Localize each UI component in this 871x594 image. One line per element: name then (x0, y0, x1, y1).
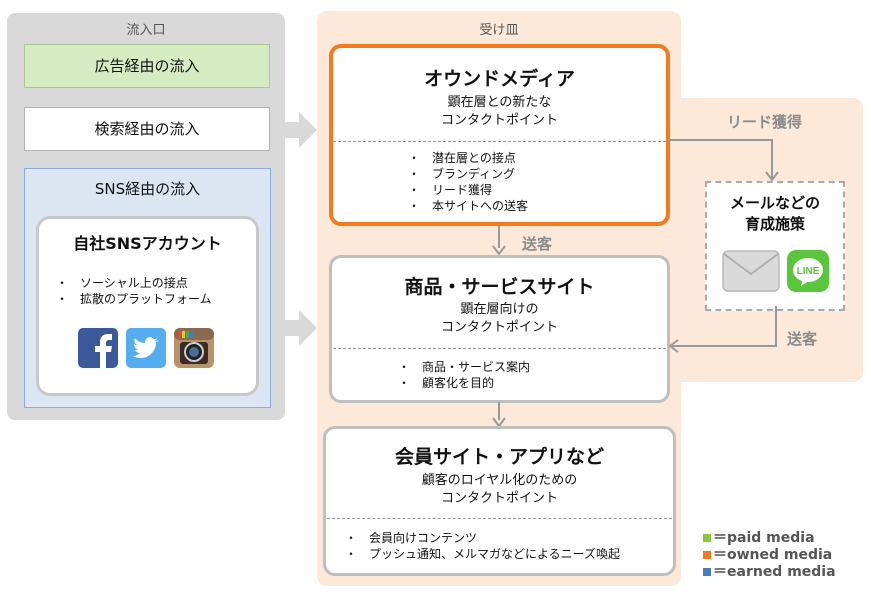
product-site-title: 商品・サービスサイト (404, 276, 595, 298)
arrow-right-icon (285, 112, 317, 148)
lead-connector (668, 139, 779, 182)
owned-media-title: オウンドメディア (424, 68, 575, 90)
legend-swatch (703, 551, 711, 559)
send-label: 送客 (522, 235, 553, 253)
search-source-box: 検索経由の流入 (24, 107, 270, 151)
product-site-bullets: 商品・サービス案内 顧客化を目的 (398, 359, 530, 391)
bullet-item: 本サイトへの送客 (408, 198, 528, 214)
bullet-item: 商品・サービス案内 (398, 359, 530, 375)
legend-item-paid: ＝paid media (703, 530, 836, 547)
bullet-item: プッシュ通知、メルマガなどによるニーズ喚起 (345, 546, 620, 562)
bullet-item: ソーシャル上の接点 (56, 275, 212, 291)
member-site-title: 会員サイト・アプリなど (394, 446, 604, 468)
inflow-panel-title: 流入口 (126, 23, 166, 38)
owned-media-subtitle: 顕在層との新たな コンタクトポイント (440, 95, 558, 128)
lead-label: リード獲得 (727, 113, 803, 131)
owned-media-bullets: 潜在層との接点 ブランディング リード獲得 本サイトへの送客 (408, 150, 528, 214)
mail-icon (722, 250, 780, 292)
bullet-item: リード獲得 (408, 182, 528, 198)
bullet-item: 会員向けコンテンツ (345, 530, 620, 546)
arrow-right-icon (285, 310, 317, 346)
sns-account-title: 自社SNSアカウント (73, 234, 222, 253)
legend: ＝paid media ＝owned media ＝earned media (703, 530, 836, 581)
divider (333, 141, 666, 142)
legend-swatch (703, 534, 711, 542)
legend-swatch (703, 568, 711, 576)
member-site-bullets: 会員向けコンテンツ プッシュ通知、メルマガなどによるニーズ喚起 (345, 530, 620, 562)
paid-source-box: 広告経由の流入 (24, 44, 270, 88)
instagram-icon (174, 328, 214, 368)
bullet-item: 拡散のプラットフォーム (56, 291, 212, 307)
member-site-subtitle: 顧客のロイヤル化のための コンタクトポイント (421, 473, 578, 506)
divider (327, 518, 672, 519)
line-icon-text: LINE (797, 266, 820, 277)
sns-account-bullets: ソーシャル上の接点 拡散のプラットフォーム (56, 275, 212, 307)
legend-item-earned: ＝earned media (703, 564, 836, 581)
divider (333, 348, 666, 349)
arrow-down-icon (492, 226, 506, 256)
send-label: 送客 (787, 330, 818, 348)
line-icon: LINE (787, 250, 829, 292)
receiver-panel-title: 受け皿 (479, 23, 519, 38)
bullet-item: 顧客化を目的 (398, 375, 530, 391)
sns-icons (78, 328, 214, 368)
arrow-down-icon (492, 402, 506, 428)
sns-source-title: SNS経由の流入 (94, 180, 201, 198)
product-site-subtitle: 顕在層向けの コンタクトポイント (440, 302, 558, 335)
bullet-item: ブランディング (408, 166, 528, 182)
send-back-connector (668, 306, 777, 353)
bullet-item: 潜在層との接点 (408, 150, 528, 166)
legend-item-owned: ＝owned media (703, 547, 836, 564)
twitter-icon (126, 328, 166, 368)
facebook-icon (78, 328, 118, 368)
nurture-title: メールなどの 育成施策 (729, 194, 820, 233)
